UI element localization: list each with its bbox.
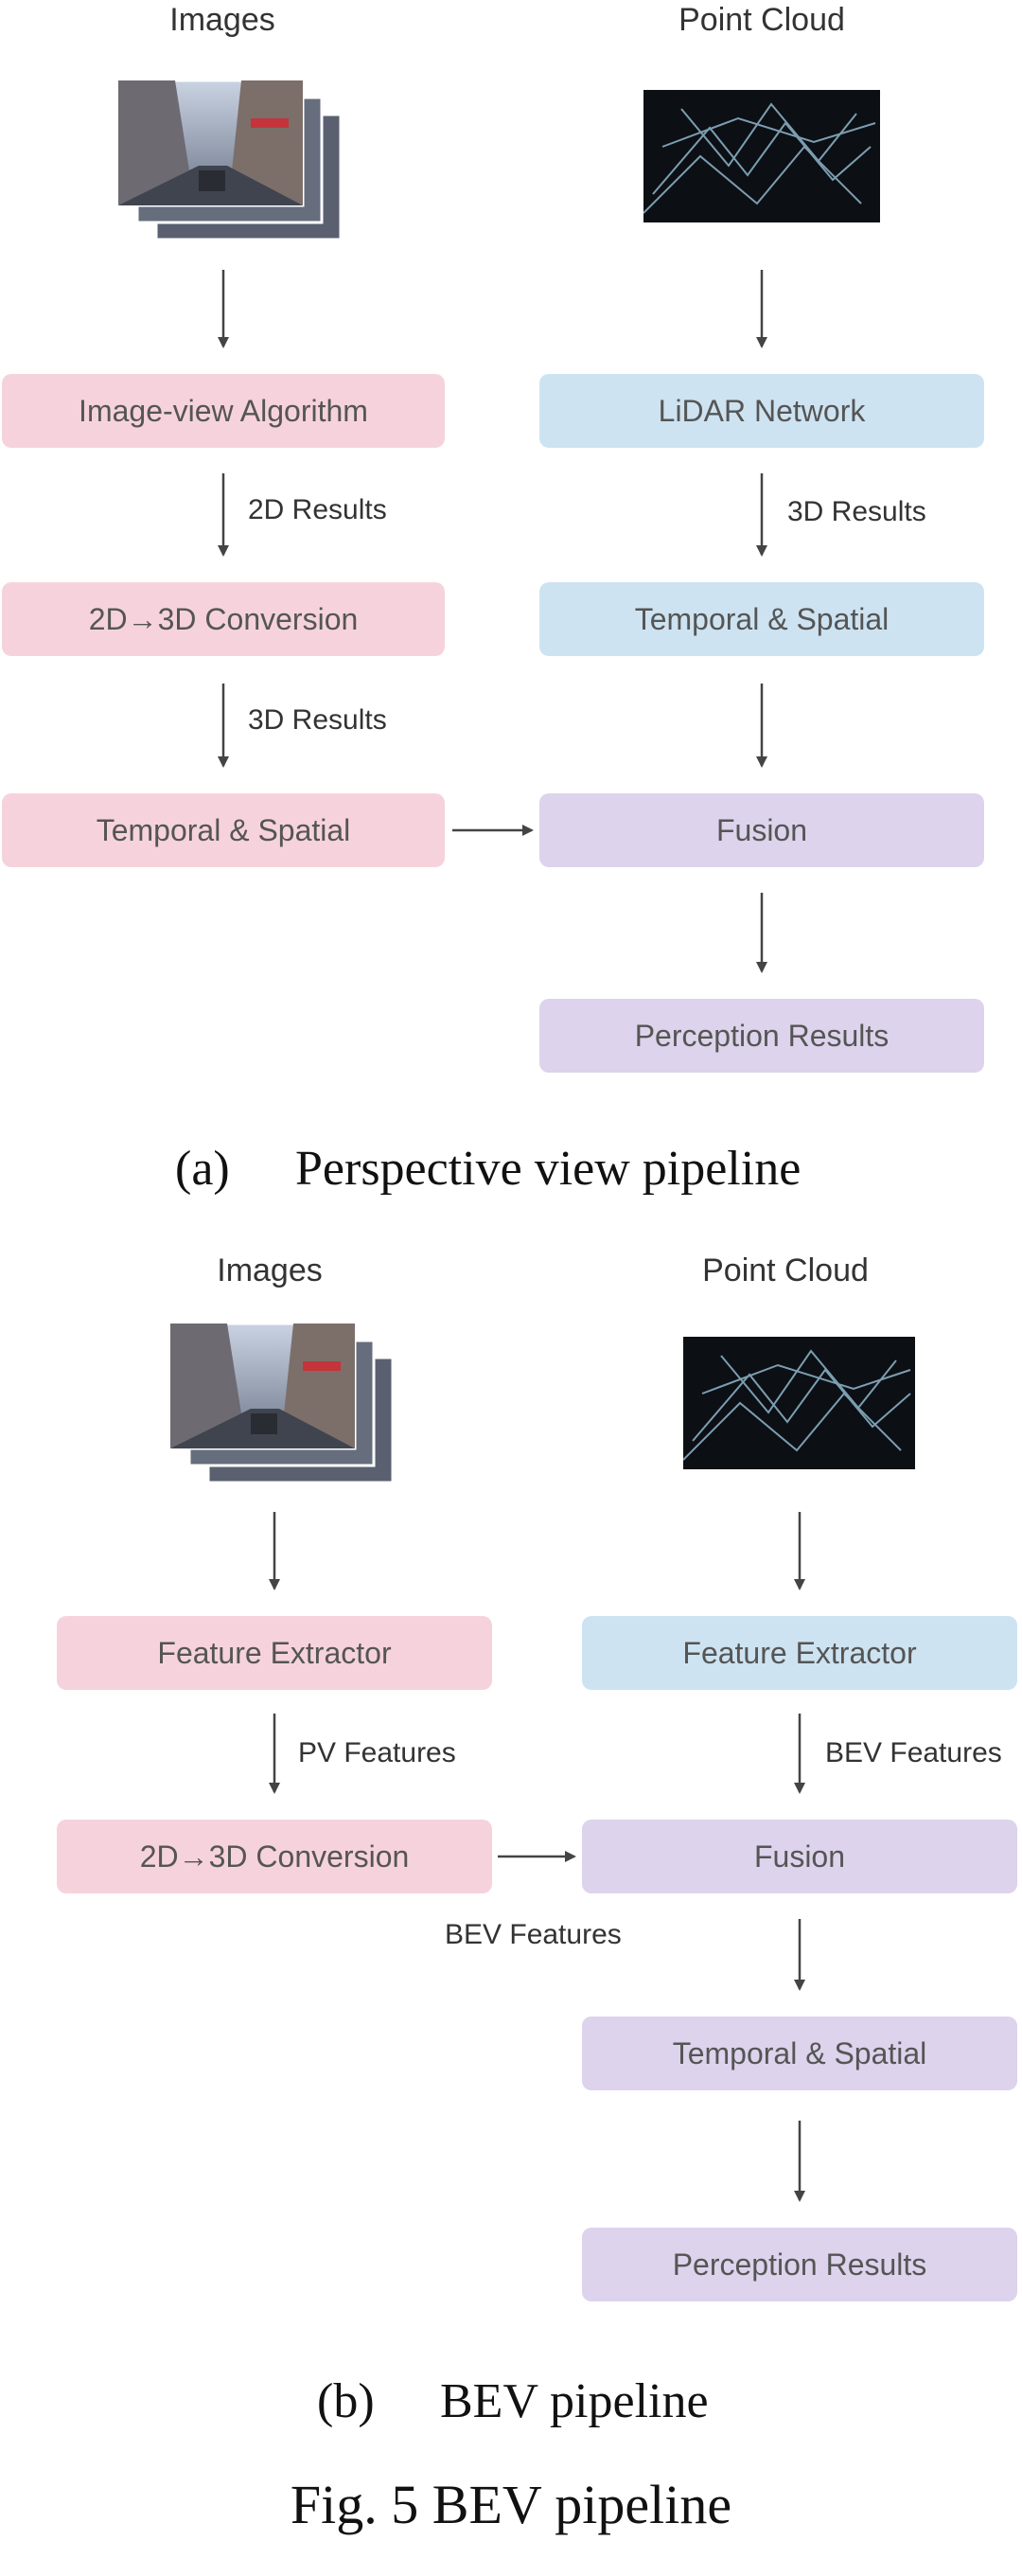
b-edge-label-bev-features-fusion: BEV Features bbox=[445, 1919, 622, 1950]
b-edge-label-bev-features-right: BEV Features bbox=[825, 1737, 1002, 1768]
a-pointcloud-thumbnail bbox=[643, 90, 880, 222]
b-perception-results-box: Perception Results bbox=[582, 2228, 1017, 2301]
b-images-thumbnail bbox=[170, 1324, 395, 1484]
b-temporal-spatial-box: Temporal & Spatial bbox=[582, 2016, 1017, 2090]
b-caption: BEV pipeline bbox=[440, 2374, 709, 2428]
a-edge-label-3d-results-right: 3D Results bbox=[787, 496, 926, 527]
b-fusion-box: Fusion bbox=[582, 1820, 1017, 1893]
b-edge-label-pv-features: PV Features bbox=[298, 1737, 456, 1768]
b-pointcloud-thumbnail bbox=[683, 1337, 915, 1469]
a-2d-3d-conversion-box: 2D→3D Conversion bbox=[2, 582, 445, 656]
b-2d-3d-conversion-box: 2D→3D Conversion bbox=[57, 1820, 492, 1893]
b-pointcloud-header: Point Cloud bbox=[702, 1252, 869, 1288]
b-caption-letter: (b) bbox=[317, 2374, 375, 2428]
a-lidar-network-box: LiDAR Network bbox=[539, 374, 984, 448]
a-fusion-box: Fusion bbox=[539, 793, 984, 867]
b-feature-extractor-left-box: Feature Extractor bbox=[57, 1616, 492, 1690]
a-temporal-spatial-right-box: Temporal & Spatial bbox=[539, 582, 984, 656]
a-caption: Perspective view pipeline bbox=[295, 1142, 802, 1196]
a-perception-results-box: Perception Results bbox=[539, 999, 984, 1073]
a-edge-label-3d-results-left: 3D Results bbox=[248, 704, 387, 736]
a-edge-label-2d-results: 2D Results bbox=[248, 494, 387, 525]
figure-caption: Fig. 5 BEV pipeline bbox=[290, 2474, 732, 2535]
a-image-view-algorithm-box: Image-view Algorithm bbox=[2, 374, 445, 448]
b-feature-extractor-right-box: Feature Extractor bbox=[582, 1616, 1017, 1690]
a-pointcloud-header: Point Cloud bbox=[678, 2, 845, 38]
a-temporal-spatial-left-box: Temporal & Spatial bbox=[2, 793, 445, 867]
a-images-thumbnail bbox=[118, 80, 343, 241]
a-images-header: Images bbox=[169, 2, 275, 38]
b-images-header: Images bbox=[217, 1252, 323, 1288]
a-caption-letter: (a) bbox=[175, 1142, 230, 1196]
